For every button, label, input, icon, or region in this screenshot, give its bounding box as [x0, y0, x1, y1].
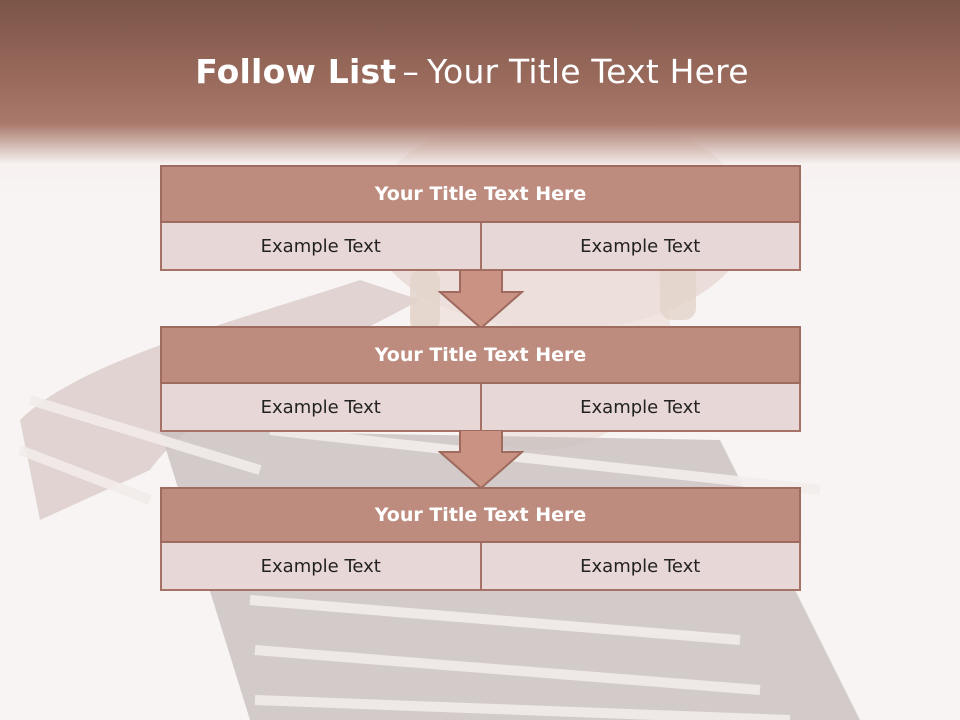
block-cell-left[interactable]: Example Text: [160, 223, 481, 271]
down-arrow-icon: [438, 430, 524, 490]
block-cell-right[interactable]: Example Text: [480, 384, 801, 432]
list-block-2: Your Title Text Here Example Text Exampl…: [160, 326, 801, 432]
slide-title-separator: –: [402, 52, 420, 91]
block-title[interactable]: Your Title Text Here: [160, 326, 801, 384]
block-title[interactable]: Your Title Text Here: [160, 165, 801, 223]
block-title[interactable]: Your Title Text Here: [160, 487, 801, 543]
slide-title-rest: Your Title Text Here: [427, 52, 749, 91]
down-arrow-icon: [438, 270, 524, 330]
block-cell-right[interactable]: Example Text: [480, 543, 801, 591]
slide-title-bold: Follow List: [195, 52, 397, 91]
block-row: Example Text Example Text: [160, 384, 801, 432]
block-row: Example Text Example Text: [160, 543, 801, 591]
slide-title: Follow List–Your Title Text Here: [0, 52, 944, 91]
list-block-3: Your Title Text Here Example Text Exampl…: [160, 487, 801, 591]
block-cell-left[interactable]: Example Text: [160, 543, 481, 591]
block-cell-left[interactable]: Example Text: [160, 384, 481, 432]
block-row: Example Text Example Text: [160, 223, 801, 271]
list-block-1: Your Title Text Here Example Text Exampl…: [160, 165, 801, 271]
block-cell-right[interactable]: Example Text: [480, 223, 801, 271]
